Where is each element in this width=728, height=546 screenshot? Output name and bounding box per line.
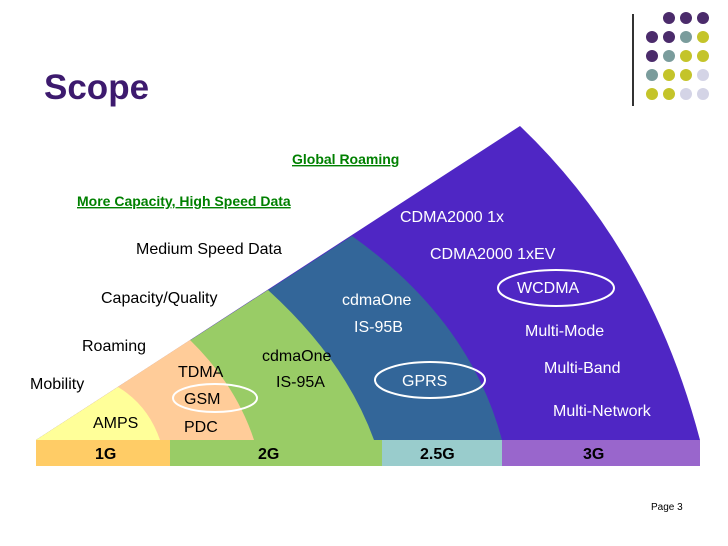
decor-dot bbox=[646, 88, 658, 100]
decor-dot bbox=[663, 69, 675, 81]
label-tdma: TDMA bbox=[178, 364, 224, 381]
decorative-divider bbox=[632, 14, 634, 106]
gsm-highlight-ring bbox=[172, 383, 258, 413]
label-is95b: IS-95B bbox=[354, 319, 403, 336]
label-gprs: GPRS bbox=[402, 373, 447, 390]
label-wcdma: WCDMA bbox=[517, 280, 580, 297]
decor-dot bbox=[663, 50, 675, 62]
decor-dot bbox=[680, 12, 692, 24]
decor-dot bbox=[697, 12, 709, 24]
decor-dot bbox=[663, 31, 675, 43]
decor-dot bbox=[680, 31, 692, 43]
decor-dot bbox=[646, 50, 658, 62]
gen-label-1g: 1G bbox=[95, 446, 116, 463]
decor-dot bbox=[697, 50, 709, 62]
bar-2-5g bbox=[382, 440, 502, 466]
decor-dot bbox=[646, 69, 658, 81]
decor-dot bbox=[697, 69, 709, 81]
label-gsm: GSM bbox=[184, 391, 220, 408]
label-cdmaone-2g: cdmaOne bbox=[262, 348, 331, 365]
label-mobility: Mobility bbox=[30, 376, 84, 393]
label-amps: AMPS bbox=[93, 415, 138, 432]
gen-label-2-5g: 2.5G bbox=[420, 446, 455, 463]
label-capacity-speed: More Capacity, High Speed Data bbox=[77, 193, 291, 209]
label-pdc: PDC bbox=[184, 419, 218, 436]
bar-1g bbox=[36, 440, 170, 466]
gprs-highlight-ring bbox=[374, 361, 486, 399]
label-cdma2000-1x: CDMA2000 1x bbox=[400, 209, 504, 226]
decor-dot bbox=[697, 88, 709, 100]
label-cdmaone-25g: cdmaOne bbox=[342, 292, 411, 309]
decor-dot bbox=[680, 69, 692, 81]
page-number: Page 3 bbox=[651, 502, 683, 513]
decor-dot bbox=[680, 88, 692, 100]
label-is95a: IS-95A bbox=[276, 374, 325, 391]
label-roaming: Roaming bbox=[82, 338, 146, 355]
label-global-roaming: Global Roaming bbox=[292, 151, 399, 167]
gen-label-3g: 3G bbox=[583, 446, 604, 463]
decor-dot bbox=[663, 88, 675, 100]
wcdma-highlight-ring bbox=[497, 269, 615, 307]
decor-dot bbox=[680, 50, 692, 62]
decor-dot bbox=[646, 31, 658, 43]
label-capacity-quality: Capacity/Quality bbox=[101, 290, 218, 307]
label-cdma2000-1xev: CDMA2000 1xEV bbox=[430, 246, 556, 263]
wedge-1g bbox=[36, 387, 160, 440]
decor-dot bbox=[663, 12, 675, 24]
label-medium-speed: Medium Speed Data bbox=[136, 241, 282, 258]
label-multi-mode: Multi-Mode bbox=[525, 323, 604, 340]
decorative-dot-grid bbox=[646, 12, 709, 100]
decor-dot bbox=[697, 31, 709, 43]
slide-title: Scope bbox=[44, 68, 150, 107]
label-multi-network: Multi-Network bbox=[553, 403, 652, 420]
label-multi-band: Multi-Band bbox=[544, 360, 620, 377]
bar-2g bbox=[170, 440, 382, 466]
gen-label-2g: 2G bbox=[258, 446, 279, 463]
bar-3g bbox=[502, 440, 700, 466]
